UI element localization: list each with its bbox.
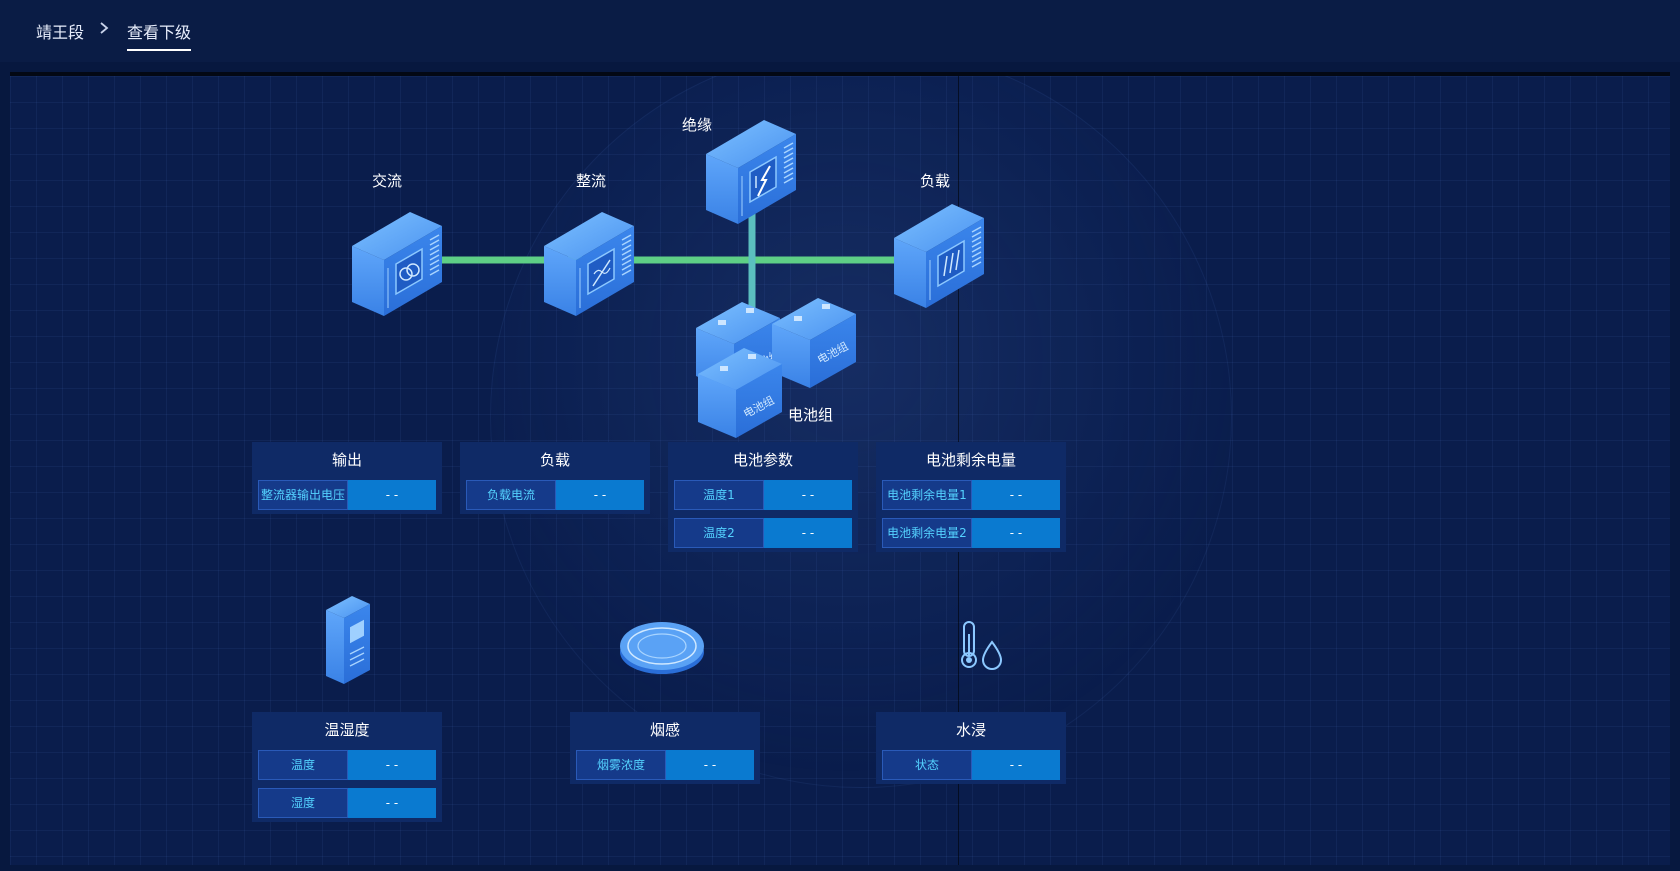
chevron-right-icon [100, 22, 109, 34]
battery-remaining-row-value: - - [972, 518, 1060, 548]
load-label: 负载 [920, 172, 951, 190]
smoke-panel-title: 烟感 [649, 721, 680, 739]
battery-remaining-panel-title: 电池剩余电量 [925, 451, 1016, 469]
topology-stage: 电池组 电池组 电池组 [10, 72, 1670, 865]
battery-params-row: 温度2 - - [674, 518, 852, 548]
load-row-value: - - [556, 480, 644, 510]
load-panel: 负载 负载电流 - - [460, 442, 650, 514]
temp-humidity-row: 温度 - - [258, 750, 436, 780]
temp-humidity-row-value: - - [348, 750, 436, 780]
battery-params-row-label: 温度1 [674, 480, 764, 510]
load-row: 负载电流 - - [466, 480, 644, 510]
smoke-row-label: 烟雾浓度 [576, 750, 666, 780]
smoke-row-value: - - [666, 750, 754, 780]
breadcrumb-active-underline [127, 49, 191, 51]
battery-box-icon[interactable]: 电池组 [772, 298, 856, 388]
temp-humidity-row-label: 温度 [258, 750, 348, 780]
ac-module-icon[interactable] [351, 211, 443, 317]
background-globe [490, 76, 1232, 788]
temperature-humidity-sensor-icon[interactable] [326, 596, 370, 684]
load-row-label: 负载电流 [466, 480, 556, 510]
output-panel: 输出 整流器输出电压 - - [252, 442, 442, 514]
battery-params-row-label: 温度2 [674, 518, 764, 548]
temp-humidity-row: 湿度 - - [258, 788, 436, 818]
load-panel-title: 负载 [539, 451, 570, 469]
battery-remaining-row: 电池剩余电量1 - - [882, 480, 1060, 510]
water-panel: 水浸 状态 - - [876, 712, 1066, 784]
smoke-panel: 烟感 烟雾浓度 - - [570, 712, 760, 784]
battery-box-icon[interactable]: 电池组 [698, 348, 782, 438]
breadcrumb-root[interactable]: 靖王段 [36, 23, 85, 42]
ac-label: 交流 [372, 172, 403, 190]
battery-params-row-value: - - [764, 518, 852, 548]
output-row-label: 整流器输出电压 [258, 480, 348, 510]
breadcrumb-current[interactable]: 查看下级 [127, 23, 192, 42]
battery-remaining-row: 电池剩余电量2 - - [882, 518, 1060, 548]
battery-params-row: 温度1 - - [674, 480, 852, 510]
insulation-module-icon[interactable] [705, 119, 797, 225]
power-topology-diagram: 电池组 电池组 电池组 [326, 119, 1003, 684]
water-panel-title: 水浸 [955, 721, 986, 739]
rectifier-module-icon[interactable] [543, 211, 635, 317]
smoke-detector-icon[interactable] [620, 622, 704, 674]
insulation-label: 绝缘 [682, 116, 713, 134]
temp-humidity-panel: 温湿度 温度 - - 湿度 - - [252, 712, 442, 822]
battery-params-panel-title: 电池参数 [732, 451, 793, 469]
battery-remaining-row-label: 电池剩余电量2 [882, 518, 972, 548]
rectifier-label: 整流 [576, 172, 607, 190]
battery-params-panel: 电池参数 温度1 - - 温度2 - - [668, 442, 858, 552]
water-row-value: - - [972, 750, 1060, 780]
battery-params-row-value: - - [764, 480, 852, 510]
battery-group-label: 电池组 [788, 406, 834, 424]
output-row: 整流器输出电压 - - [258, 480, 436, 510]
battery-remaining-row-value: - - [972, 480, 1060, 510]
output-panel-title: 输出 [331, 451, 362, 469]
battery-remaining-row-label: 电池剩余电量1 [882, 480, 972, 510]
battery-remaining-panel: 电池剩余电量 电池剩余电量1 - - 电池剩余电量2 - - [876, 442, 1066, 552]
smoke-row: 烟雾浓度 - - [576, 750, 754, 780]
top-bar: 靖王段 查看下级 [0, 0, 1680, 62]
water-row-label: 状态 [882, 750, 972, 780]
temp-humidity-row-label: 湿度 [258, 788, 348, 818]
temp-humidity-panel-title: 温湿度 [324, 721, 370, 739]
load-module-icon[interactable] [893, 203, 985, 309]
output-row-value: - - [348, 480, 436, 510]
water-row: 状态 - - [882, 750, 1060, 780]
temp-humidity-row-value: - - [348, 788, 436, 818]
thermometer-droplet-icon[interactable] [961, 621, 1003, 670]
